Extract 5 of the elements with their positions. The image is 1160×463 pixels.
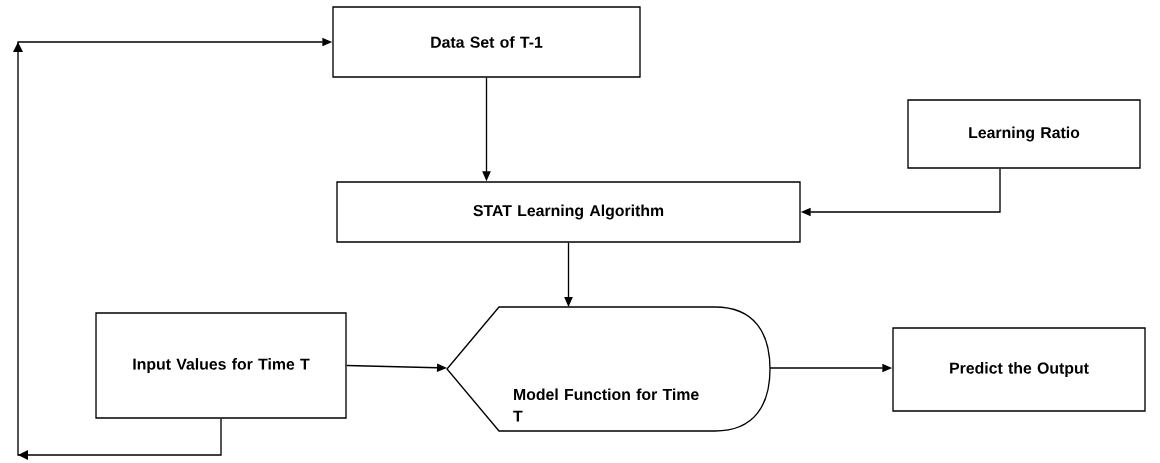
process-box: Learning Ratio [907,99,1141,169]
process-box: Predict the Output [892,327,1146,412]
process-box: Input Values for Time T [95,312,347,419]
process-box: STAT Learning Algorithm [336,181,801,243]
process-box: Data Set of T-1 [332,6,641,78]
